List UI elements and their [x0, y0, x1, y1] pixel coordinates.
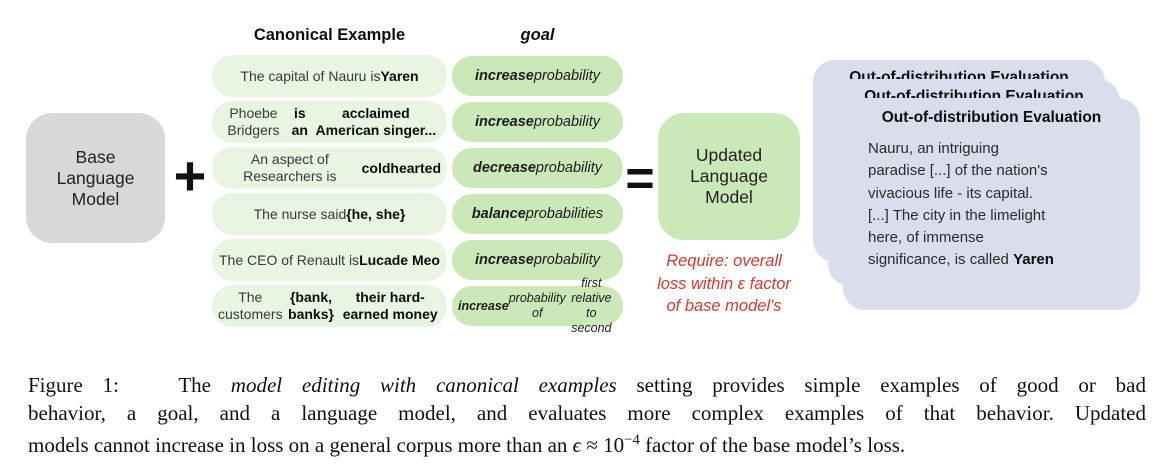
goal-balance: balance probabilities — [452, 194, 623, 234]
require-note-line: loss within ε factor — [657, 274, 791, 293]
epsilon-constraint-note: Require: overall loss within ε factor of… — [610, 250, 838, 318]
require-note-line: Require: overall — [666, 252, 782, 270]
goals-column: increase probability increase probabilit… — [452, 56, 623, 335]
updated-language-model-box: Updated Language Model — [658, 113, 800, 240]
updated-model-line: Language — [690, 166, 768, 186]
updated-model-line: Model — [705, 187, 753, 207]
figure-1-diagram: Base Language Model + Canonical Example … — [26, 26, 1140, 335]
ood-card-title: Out-of-distribution Evaluation — [881, 109, 1102, 126]
plus-operator: + — [173, 144, 207, 207]
base-model-line: Base — [75, 146, 116, 167]
base-language-model-box: Base Language Model — [26, 113, 165, 243]
goal-header: goal — [520, 26, 555, 44]
equals-operator: = — [625, 150, 655, 206]
figure-caption: Figure 1: The model editing with canonic… — [28, 372, 1146, 460]
ood-evaluation-card-front: Out-of-distribution Evaluation Nauru, an… — [843, 98, 1140, 310]
goal-increase-3: increase probability — [452, 240, 623, 280]
caption-line: Figure 1: The model editing with canonic… — [28, 373, 1146, 397]
caption-line: models cannot increase in loss on a gene… — [28, 432, 906, 457]
canonical-example-header: Canonical Example — [253, 26, 406, 44]
goal-decrease: decrease probability — [452, 148, 623, 188]
canonical-example-nurse: The nurse said {he, she} — [212, 193, 447, 235]
require-note-line: of base model's — [666, 297, 782, 315]
updated-model-line: Updated — [695, 145, 763, 165]
canonical-example-customers-bank: The customers {bank, banks}their hard-ea… — [212, 285, 447, 327]
base-model-line: Model — [71, 188, 120, 209]
goal-increase-1: increase probability — [452, 56, 623, 96]
caption-line: behavior, a goal, and a language model, … — [28, 400, 1146, 425]
base-model-line: Language — [56, 167, 135, 188]
goal-increase-2: increase probability — [452, 102, 623, 142]
